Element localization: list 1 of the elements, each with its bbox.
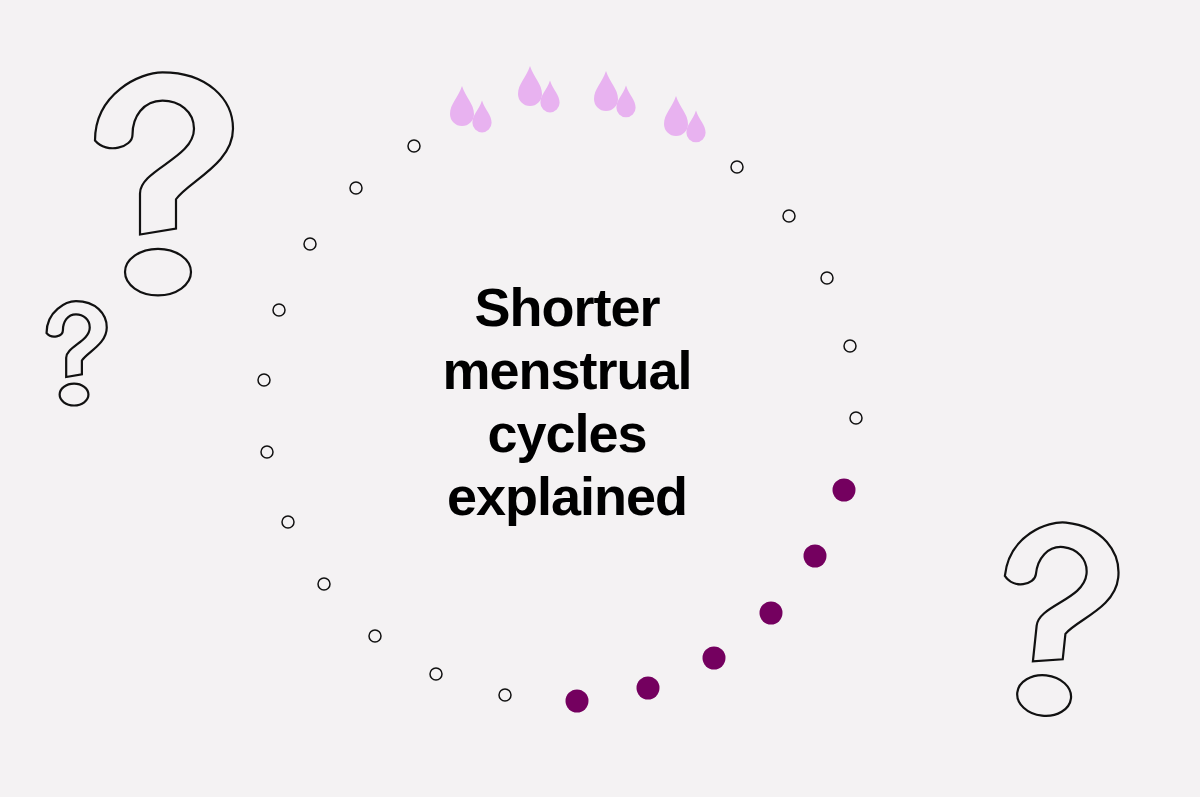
title: Shorter menstrual cycles explained <box>441 276 693 528</box>
